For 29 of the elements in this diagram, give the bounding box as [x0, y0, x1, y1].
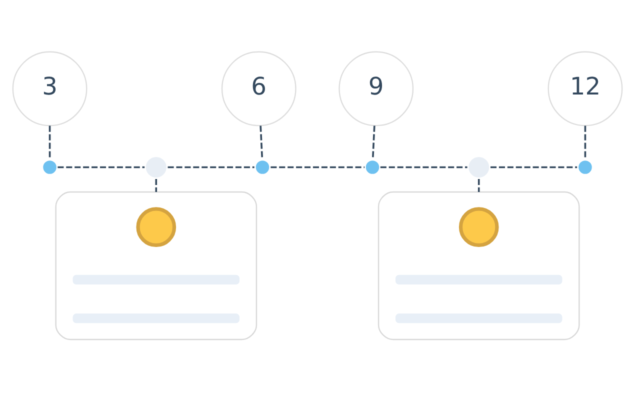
connector	[48, 125, 51, 159]
cluster	[378, 190, 580, 340]
node-circle	[136, 206, 176, 247]
node-circle: 9	[338, 50, 414, 126]
connector	[58, 166, 145, 168]
connector	[490, 166, 578, 168]
node-circle	[576, 158, 594, 176]
connector	[584, 125, 586, 159]
connector	[372, 125, 376, 159]
node-circle: 3	[12, 50, 88, 126]
connector	[478, 178, 480, 192]
cluster	[55, 190, 258, 340]
node-bar	[72, 274, 240, 284]
node-circle	[40, 158, 59, 176]
node-circle: 6	[221, 50, 296, 126]
node-circle	[363, 158, 382, 176]
connector	[168, 166, 254, 168]
connector	[380, 166, 468, 168]
node-circle: 12	[548, 50, 623, 126]
node-bar	[395, 274, 562, 284]
node-bar	[395, 313, 562, 323]
node-circle	[458, 206, 499, 247]
node-circle	[466, 154, 492, 180]
node-circle	[253, 158, 272, 176]
connector	[270, 166, 365, 168]
node-bar	[72, 313, 240, 323]
connector	[155, 178, 158, 192]
connector	[260, 125, 264, 159]
node-circle	[143, 154, 169, 180]
